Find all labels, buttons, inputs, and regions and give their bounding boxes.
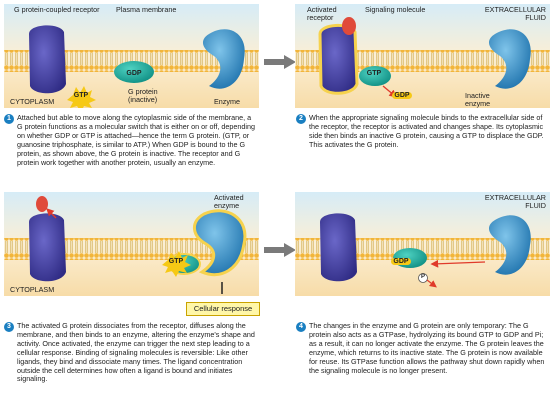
plasma-membrane <box>4 50 259 72</box>
g-protein-shape <box>114 61 154 83</box>
signaling-molecule-shape <box>342 17 356 35</box>
inactive-enzyme-shape <box>488 29 531 89</box>
sequence-arrow-1 <box>264 55 296 69</box>
step-number-2: 2 <box>296 114 306 124</box>
phosphate-circle <box>418 273 428 283</box>
plasma-membrane <box>4 238 259 260</box>
caption-step-4: The changes in the enzyme and G protein … <box>309 321 545 375</box>
sequence-arrow-2 <box>264 243 296 257</box>
receptor-shape <box>320 213 357 282</box>
signaling-molecule-label: Signaling molecule <box>365 5 426 14</box>
activated-receptor-shape <box>318 24 359 95</box>
g-protein-label: G protein (inactive) <box>128 87 158 104</box>
panel-4-illustration <box>295 192 550 296</box>
gdp-label: GDP <box>391 258 411 265</box>
plasma-membrane <box>295 50 550 72</box>
inactive-enzyme-label: Inactive enzyme <box>465 91 491 108</box>
step-number-1: 1 <box>4 114 14 124</box>
activated-enzyme-label: Activated enzyme <box>214 193 244 210</box>
step-number-4: 4 <box>296 322 306 332</box>
activated-receptor-label: Activated receptor <box>307 5 337 22</box>
enzyme-label: Enzyme <box>214 97 240 106</box>
gtp-starburst <box>162 251 191 277</box>
step-number-3: 3 <box>4 322 14 332</box>
plasma-membrane <box>295 238 550 260</box>
gdp-label: GDP <box>126 70 142 77</box>
panel-2-illustration <box>295 4 550 108</box>
enzyme-shape <box>202 29 245 89</box>
extracellular-fluid-label: EXTRACELLULAR FLUID <box>484 5 546 22</box>
phosphate-label: P <box>420 274 425 280</box>
panel-1-illustration <box>4 4 259 108</box>
panel-3: Activated enzyme GTP CYTOPLASM <box>4 192 259 296</box>
caption-step-1: Attached but able to move along the cyto… <box>17 113 255 167</box>
signaling-molecule-shape <box>36 196 48 212</box>
gtp-label: GTP <box>73 92 89 99</box>
caption-step-2: When the appropriate signaling molecule … <box>309 113 544 149</box>
caption-step-3: The activated G protein dissociates from… <box>17 321 255 384</box>
extracellular-fluid-label: EXTRACELLULAR FLUID <box>484 193 546 210</box>
cytoplasm-label: CYTOPLASM <box>10 97 55 106</box>
plasma-membrane-label: Plasma membrane <box>116 5 177 14</box>
receptor-shape <box>29 213 66 282</box>
gtp-label: GTP <box>366 70 382 77</box>
g-protein-shape <box>359 66 391 86</box>
panel-4: EXTRACELLULAR FLUID GDP P <box>295 192 550 296</box>
panel-3-illustration <box>4 192 259 296</box>
panel-1: G protein-coupled receptor Plasma membra… <box>4 4 259 108</box>
cytoplasm-label: CYTOPLASM <box>10 285 55 294</box>
receptor-shape <box>29 25 66 94</box>
cellular-response-box: Cellular response <box>186 302 260 316</box>
gtp-starburst <box>67 86 96 108</box>
receptor-label: G protein-coupled receptor <box>14 5 100 14</box>
gdp-label: GDP <box>392 92 412 99</box>
enzyme-shape <box>488 215 531 275</box>
gtp-label: GTP <box>168 258 184 265</box>
activated-enzyme-shape <box>193 209 247 277</box>
panel-2: Activated receptor Signaling molecule EX… <box>295 4 550 108</box>
